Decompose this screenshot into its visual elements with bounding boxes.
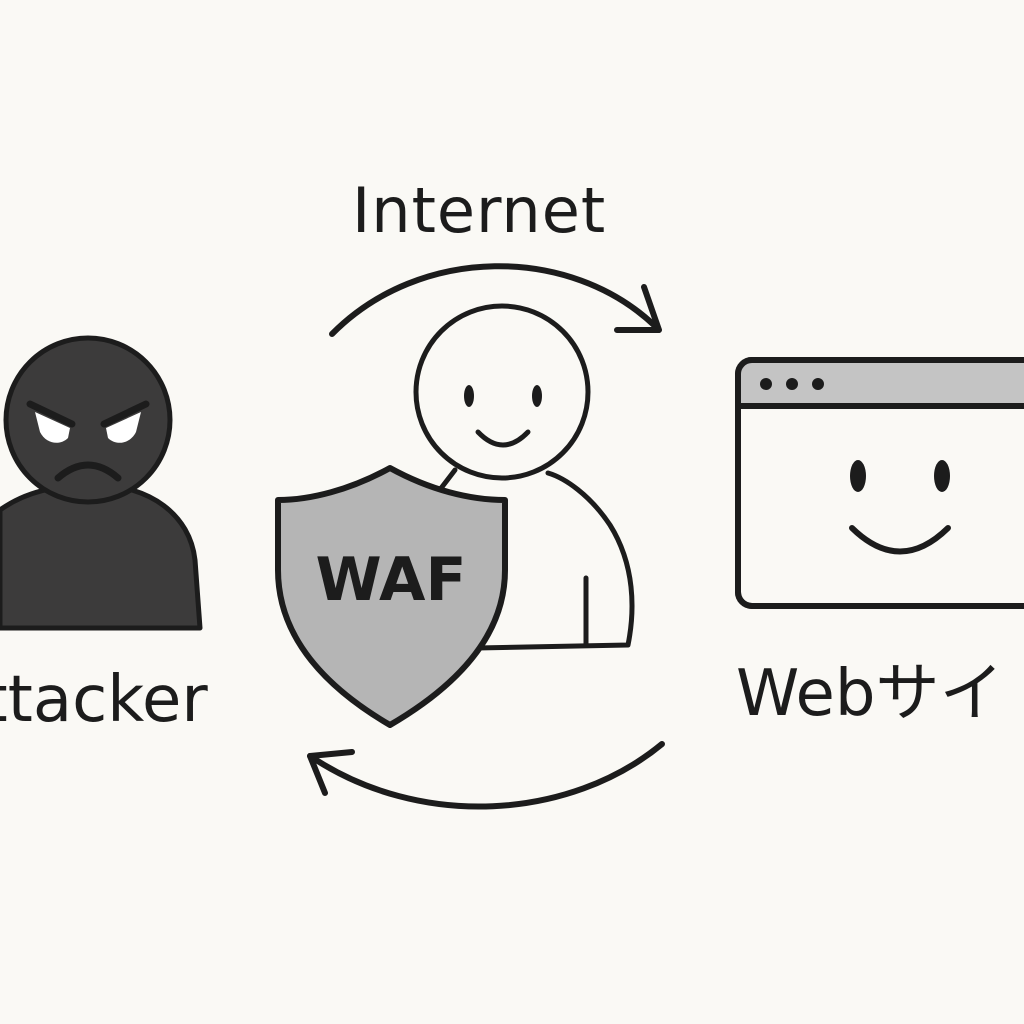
curved-arrow-right-icon (329, 263, 662, 337)
shield-icon (275, 465, 508, 728)
window-dot-icon (760, 378, 772, 390)
window-dot-icon (786, 378, 798, 390)
internet-label: Internet (352, 174, 607, 247)
angry-person-icon (0, 335, 203, 631)
curved-arrow-left-icon (307, 741, 665, 810)
website-label: Webサイト (736, 657, 1024, 731)
attacker-label: Attacker (0, 663, 208, 737)
window-dot-icon (812, 378, 824, 390)
browser-window-icon (735, 357, 1024, 609)
waf-label: WAF (315, 545, 467, 615)
